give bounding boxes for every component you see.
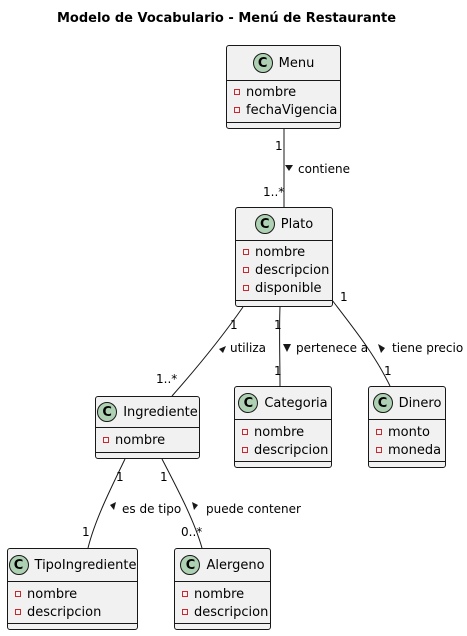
attribute-name: descripcion [255, 262, 330, 278]
private-visibility-icon [243, 249, 249, 255]
attribute-name: descripcion [194, 604, 269, 620]
private-visibility-icon [243, 267, 249, 273]
class-name: TipoIngrediente [34, 557, 137, 573]
private-visibility-icon [103, 437, 109, 443]
attribute-row: descripcion [182, 603, 268, 621]
multiplicity-contiene-source: 1 [275, 139, 283, 153]
attribute-name: nombre [254, 424, 305, 440]
attribute-name: monto [388, 424, 430, 440]
diagram-title: Modelo de Vocabulario - Menú de Restaura… [56, 11, 397, 26]
private-visibility-icon [242, 447, 248, 453]
attribute-row: descripcion [243, 261, 330, 279]
attribute-row: nombre [234, 83, 338, 101]
multiplicity-pertenece-a-source: 1 [274, 318, 282, 332]
attribute-name: descripcion [27, 604, 102, 620]
class-icon: C [252, 53, 273, 73]
class-dinero: C Dinero monto moneda [368, 386, 446, 468]
attribute-row: nombre [243, 243, 330, 261]
multiplicity-puede-contener-source: 1 [160, 470, 168, 484]
multiplicity-puede-contener-target: 0..* [181, 525, 203, 539]
class-tipoingrediente: C TipoIngrediente nombre descripcion [7, 548, 138, 630]
attribute-name: moneda [388, 442, 442, 458]
class-ingrediente: C Ingrediente nombre [95, 396, 200, 459]
class-icon: C [8, 555, 29, 575]
direction-arrow-contiene [285, 165, 293, 171]
class-name: Ingrediente [123, 404, 198, 420]
multiplicity-pertenece-a-target: 1 [274, 364, 282, 378]
attribute-row: nombre [242, 423, 329, 441]
attribute-row: disponible [243, 279, 330, 297]
private-visibility-icon [234, 107, 240, 113]
attribute-row: fechaVigencia [234, 101, 338, 119]
relation-label-contiene: contiene [298, 162, 350, 176]
direction-arrow-es-de-tipo [110, 502, 116, 510]
class-alergeno: C Alergeno nombre descripcion [174, 548, 271, 630]
direction-arrow-tiene-precio [378, 344, 385, 353]
private-visibility-icon [182, 591, 188, 597]
attribute-name: nombre [246, 84, 297, 100]
class-icon: C [254, 214, 275, 234]
multiplicity-utiliza-target: 1..* [156, 372, 178, 386]
multiplicity-es-de-tipo-target: 1 [82, 525, 90, 539]
relation-label-pertenece-a: pertenece a [296, 341, 369, 355]
multiplicity-tiene-precio-target: 1 [384, 364, 392, 378]
attribute-row: moneda [376, 441, 443, 459]
edge-plato-ingrediente [171, 306, 244, 397]
class-name: Categoria [264, 395, 328, 411]
relation-label-es-de-tipo: es de tipo [122, 502, 182, 516]
private-visibility-icon [15, 591, 21, 597]
private-visibility-icon [242, 429, 248, 435]
private-visibility-icon [376, 447, 382, 453]
class-categoria: C Categoria nombre descripcion [234, 386, 332, 468]
multiplicity-utiliza-source: 1 [230, 318, 238, 332]
relation-label-utiliza: utiliza [230, 341, 266, 355]
attribute-row: monto [376, 423, 443, 441]
class-icon: C [97, 402, 118, 422]
private-visibility-icon [15, 609, 21, 615]
class-icon: C [238, 393, 259, 413]
attribute-name: fechaVigencia [246, 102, 338, 118]
class-name: Plato [280, 216, 314, 232]
attribute-row: nombre [15, 585, 135, 603]
class-icon: C [180, 555, 201, 575]
attribute-name: nombre [255, 244, 306, 260]
edge-plato-dinero [331, 299, 391, 387]
multiplicity-contiene-target: 1..* [263, 185, 285, 199]
attribute-row: nombre [182, 585, 268, 603]
attribute-row: descripcion [15, 603, 135, 621]
class-name: Dinero [398, 395, 442, 411]
private-visibility-icon [182, 609, 188, 615]
direction-arrow-pertenece-a [283, 344, 291, 352]
attribute-name: nombre [115, 432, 166, 448]
attribute-row: descripcion [242, 441, 329, 459]
class-plato: C Plato nombre descripcion disponible [235, 207, 333, 307]
direction-arrow-utiliza [219, 346, 226, 353]
class-menu: C Menu nombre fechaVigencia [226, 45, 341, 129]
attribute-name: descripcion [254, 442, 329, 458]
edge-ingrediente-tipoingrediente [87, 458, 126, 549]
class-name: Alergeno [206, 557, 265, 573]
attribute-name: disponible [255, 280, 322, 296]
attribute-row: nombre [103, 431, 197, 449]
edge-ingrediente-alergeno [161, 458, 203, 549]
private-visibility-icon [376, 429, 382, 435]
relation-label-puede-contener: puede contener [206, 502, 301, 516]
multiplicity-tiene-precio-source: 1 [340, 290, 348, 304]
attribute-name: nombre [27, 586, 78, 602]
attribute-name: nombre [194, 586, 245, 602]
relation-label-tiene-precio: tiene precio [392, 341, 464, 355]
private-visibility-icon [243, 285, 249, 291]
direction-arrow-puede-contener [192, 502, 198, 510]
private-visibility-icon [234, 89, 240, 95]
class-name: Menu [278, 55, 315, 71]
class-icon: C [372, 393, 393, 413]
multiplicity-es-de-tipo-source: 1 [116, 470, 124, 484]
